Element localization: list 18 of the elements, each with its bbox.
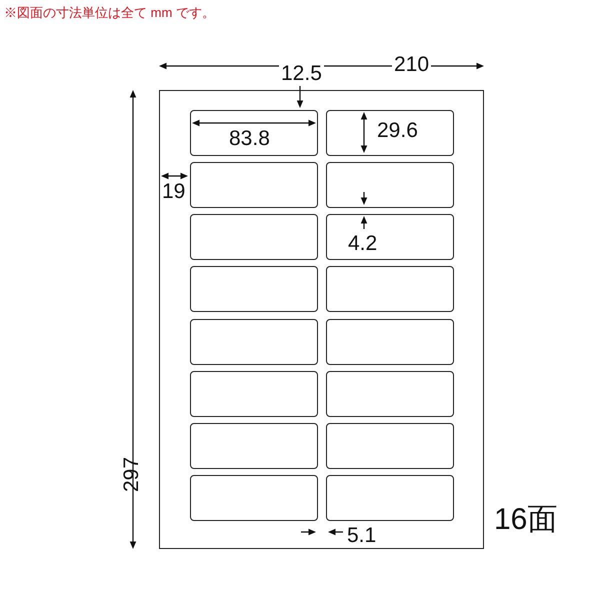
label-outline	[190, 162, 318, 208]
label-outline	[326, 370, 454, 417]
note-text: ※図面の寸法単位は全て mm です。	[4, 6, 215, 19]
label-outline	[190, 475, 318, 522]
label-outline	[190, 214, 318, 260]
label-outline	[326, 422, 454, 469]
label-outline	[326, 318, 454, 364]
label-outline	[326, 214, 454, 260]
label-outline	[190, 110, 318, 156]
label-outline	[326, 162, 454, 208]
label-outline	[190, 370, 318, 417]
label-outline	[326, 475, 454, 522]
label-outline	[190, 266, 318, 312]
label-outline	[326, 110, 454, 156]
label-outline	[326, 266, 454, 312]
sheet-outline	[159, 90, 484, 549]
label-outline	[190, 422, 318, 469]
label-outline	[190, 318, 318, 364]
